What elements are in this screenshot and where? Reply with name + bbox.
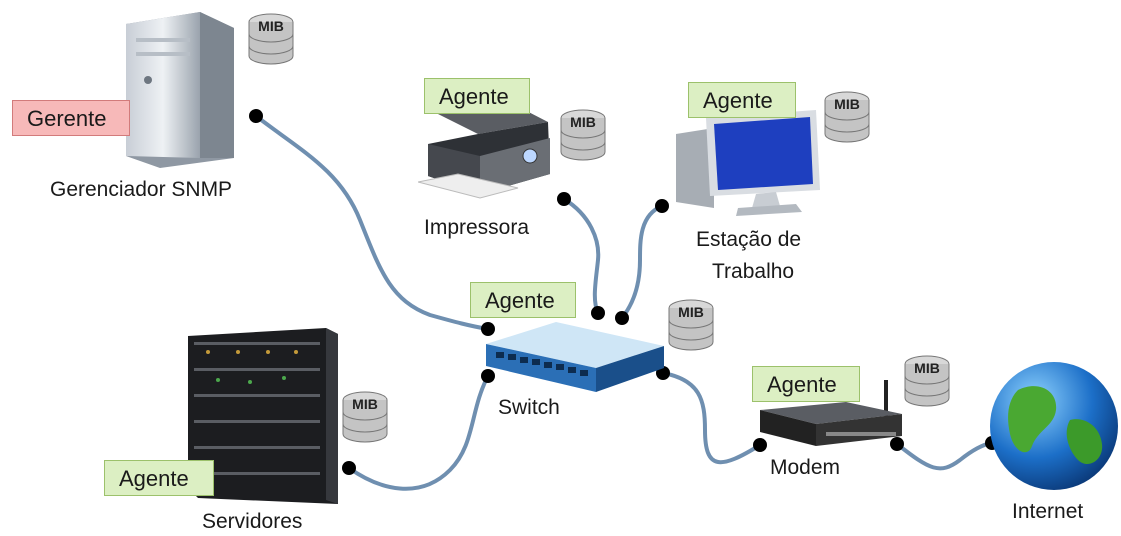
- cable-manager-switch: [254, 114, 490, 331]
- connector-dot: [249, 109, 263, 123]
- database-icon: [342, 391, 388, 443]
- database-icon: [668, 299, 714, 351]
- workstation-caption-line1: Estação de: [696, 228, 802, 251]
- connector-dot: [481, 322, 495, 336]
- servers-agent-tag: Agente: [104, 460, 214, 496]
- database-icon: [248, 13, 294, 65]
- manager-role-tag: Gerente: [12, 100, 130, 136]
- connector-dot: [655, 199, 669, 213]
- internet-caption: Internet: [1012, 500, 1084, 523]
- database-icon: [824, 91, 870, 143]
- modem-agent-tag: Agente: [752, 366, 860, 402]
- mib-label: MIB: [914, 360, 940, 376]
- servers-caption: Servidores: [202, 510, 303, 533]
- cable-servers-switch: [347, 374, 490, 491]
- database-icon: MIB: [900, 352, 954, 414]
- database-icon: MIB: [664, 296, 718, 358]
- cable-modem-internet: [895, 441, 994, 471]
- network-switch-icon: [486, 322, 666, 394]
- printer-agent-tag: Agente: [424, 78, 530, 114]
- cable-printer-switch: [562, 197, 601, 315]
- workstation-agent-tag: Agente: [688, 82, 796, 118]
- connector-dot: [591, 306, 605, 320]
- modem-caption: Modem: [770, 456, 841, 479]
- mib-label: MIB: [678, 304, 704, 320]
- desktop-computer-icon: [676, 108, 826, 218]
- connector-dot: [557, 192, 571, 206]
- switch-agent-tag: Agente: [470, 282, 576, 318]
- modem-router-icon: [756, 380, 906, 454]
- workstation-caption-line2: Trabalho: [712, 260, 795, 283]
- database-icon: MIB: [338, 388, 392, 450]
- connector-dot: [481, 369, 495, 383]
- connector-dot: [890, 437, 904, 451]
- server-tower-icon: [108, 8, 240, 168]
- switch-caption: Switch: [498, 396, 560, 419]
- mib-label: MIB: [570, 114, 596, 130]
- database-icon: MIB: [556, 106, 610, 168]
- database-icon: [560, 109, 606, 161]
- connector-dot: [615, 311, 629, 325]
- database-icon: MIB: [820, 88, 874, 150]
- cable-switch-modem: [661, 371, 762, 465]
- connector-dot: [342, 461, 356, 475]
- manager-caption: Gerenciador SNMP: [50, 178, 233, 201]
- printer-caption: Impressora: [424, 216, 530, 239]
- server-rack-icon: [188, 328, 338, 504]
- printer-icon: [417, 104, 558, 210]
- cable-workstation-switch: [620, 204, 664, 320]
- mib-label: MIB: [834, 96, 860, 112]
- mib-label: MIB: [352, 396, 378, 412]
- globe-icon: [988, 360, 1120, 492]
- database-icon: [904, 355, 950, 407]
- connector-dot: [753, 438, 767, 452]
- database-icon: MIB: [244, 10, 298, 72]
- mib-label: MIB: [258, 18, 284, 34]
